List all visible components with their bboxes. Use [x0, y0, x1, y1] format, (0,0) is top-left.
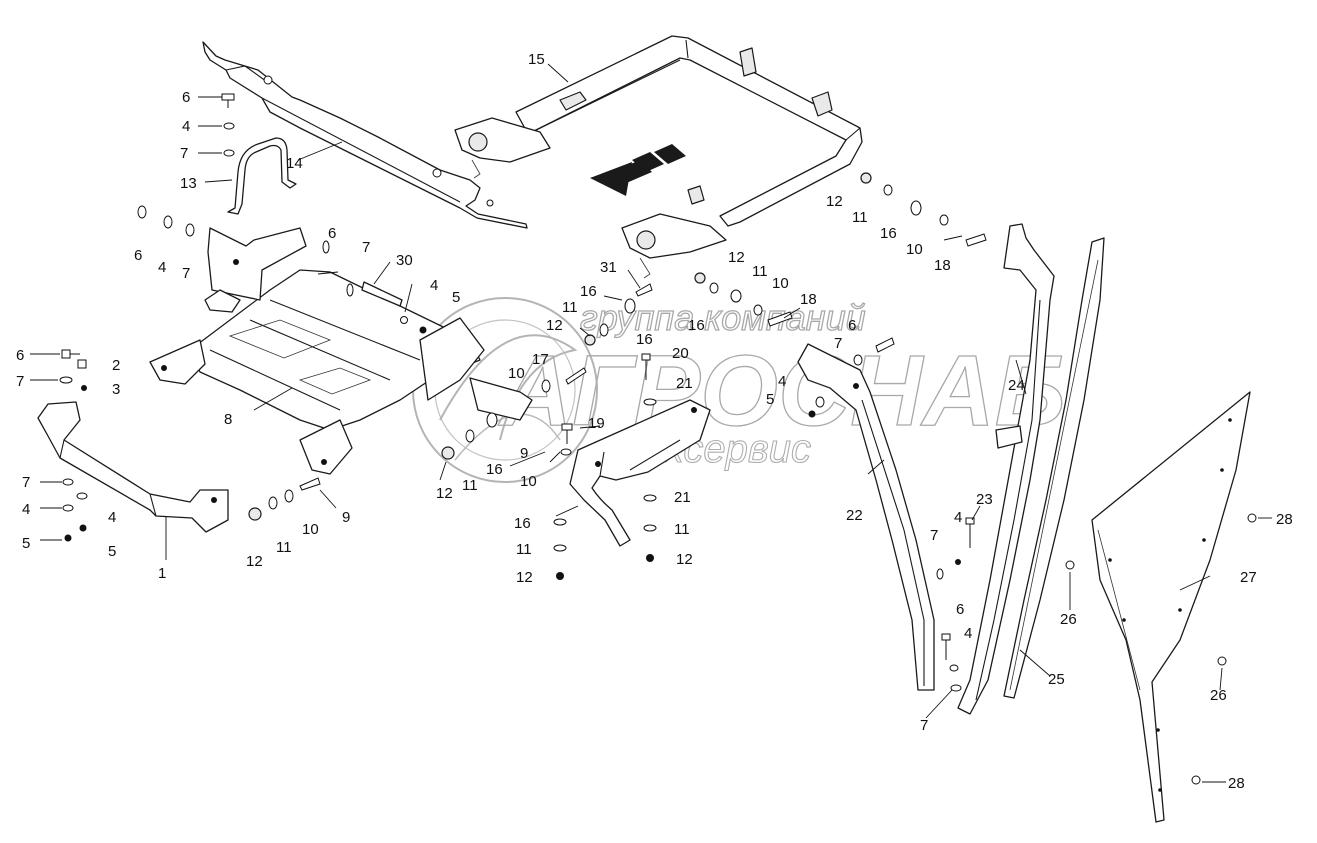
callout-6: 6 [848, 317, 856, 334]
callout-10: 10 [906, 241, 923, 258]
callout-20: 20 [672, 345, 689, 362]
callout-6: 6 [134, 247, 142, 264]
callout-4: 4 [182, 118, 190, 135]
callout-6: 6 [956, 601, 964, 618]
callout-2: 2 [112, 357, 120, 374]
callout-4: 4 [108, 509, 116, 526]
callout-17: 17 [532, 351, 549, 368]
part-15-frame [454, 35, 863, 279]
callout-12: 12 [676, 551, 693, 568]
callout-27: 27 [1240, 569, 1257, 586]
callout-31: 31 [600, 259, 617, 276]
callout-7: 7 [362, 239, 370, 256]
leader-lines [30, 63, 1272, 783]
callout-6: 6 [16, 347, 24, 364]
part-25-strip [1003, 237, 1105, 699]
part-19-bracket [569, 399, 711, 547]
callout-26: 26 [1210, 687, 1227, 704]
callout-12: 12 [728, 249, 745, 266]
callout-21: 21 [674, 489, 691, 506]
callout-18: 18 [800, 291, 817, 308]
callout-11: 11 [852, 209, 868, 226]
callout-28: 28 [1276, 511, 1293, 528]
part-1-bracket [37, 401, 229, 533]
callout-14: 14 [286, 155, 303, 172]
callout-11: 11 [462, 477, 478, 494]
callout-10: 10 [302, 521, 319, 538]
callout-12: 12 [516, 569, 533, 586]
callout-16: 16 [580, 283, 597, 300]
callout-8: 8 [224, 411, 232, 428]
callout-7: 7 [16, 373, 24, 390]
callout-7: 7 [920, 717, 928, 734]
callouts: 15 14 13 6 4 7 6 4 7 6 7 30 4 5 8 6 2 7 … [16, 51, 1293, 792]
callout-5: 5 [108, 543, 116, 560]
callout-11: 11 [276, 539, 292, 556]
callout-28: 28 [1228, 775, 1245, 792]
callout-1: 1 [158, 565, 166, 582]
callout-7: 7 [22, 474, 30, 491]
callout-6: 6 [328, 225, 336, 242]
callout-7: 7 [180, 145, 188, 162]
callout-24: 24 [1008, 377, 1025, 394]
callout-11: 11 [752, 263, 768, 280]
callout-11: 11 [674, 521, 690, 538]
callout-12: 12 [826, 193, 843, 210]
part-27-panel [1091, 391, 1251, 823]
callout-12: 12 [436, 485, 453, 502]
callout-5: 5 [452, 289, 460, 306]
callout-4: 4 [954, 509, 962, 526]
watermark-main-text: АГРОСНАБ [497, 335, 1066, 447]
callout-5: 5 [766, 391, 774, 408]
callout-16: 16 [514, 515, 531, 532]
callout-16: 16 [880, 225, 897, 242]
callout-10: 10 [508, 365, 525, 382]
callout-11: 11 [562, 299, 578, 316]
callout-12: 12 [546, 317, 563, 334]
callout-12: 12 [246, 553, 263, 570]
callout-3: 3 [112, 381, 120, 398]
callout-4: 4 [778, 373, 786, 390]
callout-22: 22 [846, 507, 863, 524]
callout-11: 11 [516, 541, 532, 558]
callout-7: 7 [182, 265, 190, 282]
callout-26: 26 [1060, 611, 1077, 628]
watermark-top-text: группа компаний [580, 297, 866, 338]
callout-18: 18 [934, 257, 951, 274]
fasteners [59, 93, 1257, 785]
part-24-strip [957, 223, 1055, 715]
callout-10: 10 [520, 473, 537, 490]
callout-10: 10 [772, 275, 789, 292]
callout-9: 9 [342, 509, 350, 526]
callout-9: 9 [520, 445, 528, 462]
callout-19: 19 [588, 415, 605, 432]
callout-15: 15 [528, 51, 545, 68]
callout-5: 5 [22, 535, 30, 552]
callout-4: 4 [22, 501, 30, 518]
callout-7: 7 [930, 527, 938, 544]
callout-21: 21 [676, 375, 693, 392]
part-13-bracket [227, 137, 297, 215]
part-14-rail [202, 41, 528, 229]
callout-6: 6 [182, 89, 190, 106]
callout-30: 30 [396, 252, 413, 269]
callout-13: 13 [180, 175, 197, 192]
callout-16: 16 [486, 461, 503, 478]
direction-arrow-icon [590, 144, 686, 196]
callout-16: 16 [688, 317, 705, 334]
part-22-post [797, 343, 935, 691]
callout-4: 4 [158, 259, 166, 276]
callout-4: 4 [964, 625, 972, 642]
callout-4: 4 [430, 277, 438, 294]
callout-23: 23 [976, 491, 993, 508]
callout-25: 25 [1048, 671, 1065, 688]
callout-7: 7 [834, 335, 842, 352]
callout-16: 16 [636, 331, 653, 348]
part-8-chassis [149, 227, 533, 475]
